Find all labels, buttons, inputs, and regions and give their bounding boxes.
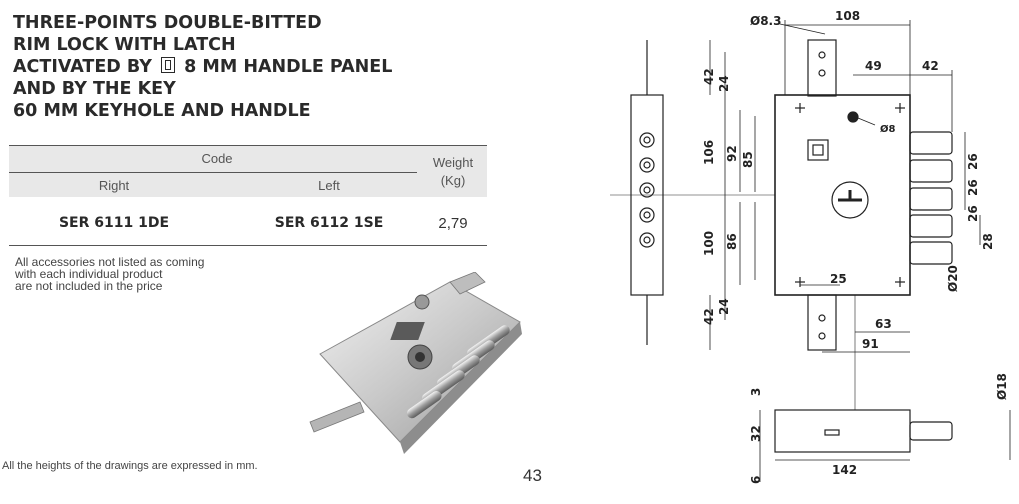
weight-header: Weight (432, 155, 474, 170)
weight-unit: (Kg) (440, 173, 466, 188)
dim-d20: Ø20 (946, 265, 960, 292)
dim-d8-3: Ø8.3 (750, 14, 781, 28)
dim-106: 106 (702, 140, 716, 165)
dim-63: 63 (875, 317, 892, 331)
product-title: THREE-POINTS DOUBLE-BITTED RIM LOCK WITH… (13, 12, 493, 122)
table-mid-rule (9, 172, 417, 173)
title-line-3-start: ACTIVATED BY (13, 57, 152, 77)
dim-100: 100 (702, 231, 716, 256)
dim-91: 91 (862, 337, 879, 351)
dim-25: 25 (830, 272, 847, 286)
product-photo (300, 272, 540, 457)
code-header: Code (201, 151, 233, 166)
title-line-2: RIM LOCK WITH LATCH (13, 35, 236, 55)
title-line-4: AND BY THE KEY (13, 79, 176, 99)
dim-d8: Ø8 (880, 123, 896, 135)
left-header: Left (318, 178, 340, 193)
dim-26-1: 26 (966, 153, 980, 170)
square-spindle-icon (161, 57, 176, 73)
dim-side-d18: Ø18 (995, 373, 1009, 400)
title-line-3: ACTIVATED BY 8 MM HANDLE PANEL (13, 56, 493, 78)
accessories-note: All accessories not listed as coming wit… (15, 256, 204, 292)
table-header-band (9, 145, 487, 197)
dim-24-left-bot: 24 (717, 298, 731, 315)
title-line-1: THREE-POINTS DOUBLE-BITTED (13, 13, 322, 33)
dim-side-3: 3 (749, 388, 763, 396)
dim-92: 92 (725, 145, 739, 162)
dim-42-left-bot: 42 (702, 308, 716, 325)
dim-49: 49 (865, 59, 882, 73)
code-table: Code Weight (Kg) Right Left SER 6111 1DE… (9, 145, 487, 246)
dim-26-2: 26 (966, 179, 980, 196)
table-cell-weight: 2,79 (438, 215, 468, 232)
technical-drawing: Ø8.3 108 49 42 Ø8 25 63 91 142 42 24 106… (610, 9, 1011, 484)
note-line-1: All accessories not listed as coming (15, 255, 205, 269)
dim-24-left-top: 24 (717, 75, 731, 92)
table-top-rule (9, 145, 487, 146)
dim-side-32: 32 (749, 425, 763, 442)
top-tab (807, 39, 837, 97)
dim-108: 108 (835, 9, 860, 23)
dim-42-left-top: 42 (702, 68, 716, 85)
table-cell-right-code: SER 6111 1DE (58, 215, 170, 231)
bolt-group (909, 131, 953, 265)
footnote: All the heights of the drawings are expr… (2, 460, 258, 472)
dim-42-top: 42 (922, 59, 939, 73)
side-view-body (774, 409, 911, 453)
note-line-2: with each individual product (15, 267, 163, 281)
dim-side-6: 6 (749, 476, 763, 484)
title-line-5: 60 MM KEYHOLE AND HANDLE (13, 101, 311, 121)
dim-26-3: 26 (966, 205, 980, 222)
dim-142: 142 (832, 463, 857, 477)
table-bottom-rule (9, 245, 487, 246)
title-line-3-end: 8 MM HANDLE PANEL (184, 57, 393, 77)
page-number: 43 (523, 466, 542, 485)
table-cell-left-code: SER 6112 1SE (274, 215, 384, 231)
bottom-tab (807, 294, 837, 351)
dim-28: 28 (981, 233, 995, 250)
faceplate-bolts (639, 132, 655, 248)
dim-85: 85 (741, 151, 755, 168)
note-line-3: are not included in the price (15, 279, 163, 293)
dim-86: 86 (725, 233, 739, 250)
right-header: Right (98, 178, 130, 193)
